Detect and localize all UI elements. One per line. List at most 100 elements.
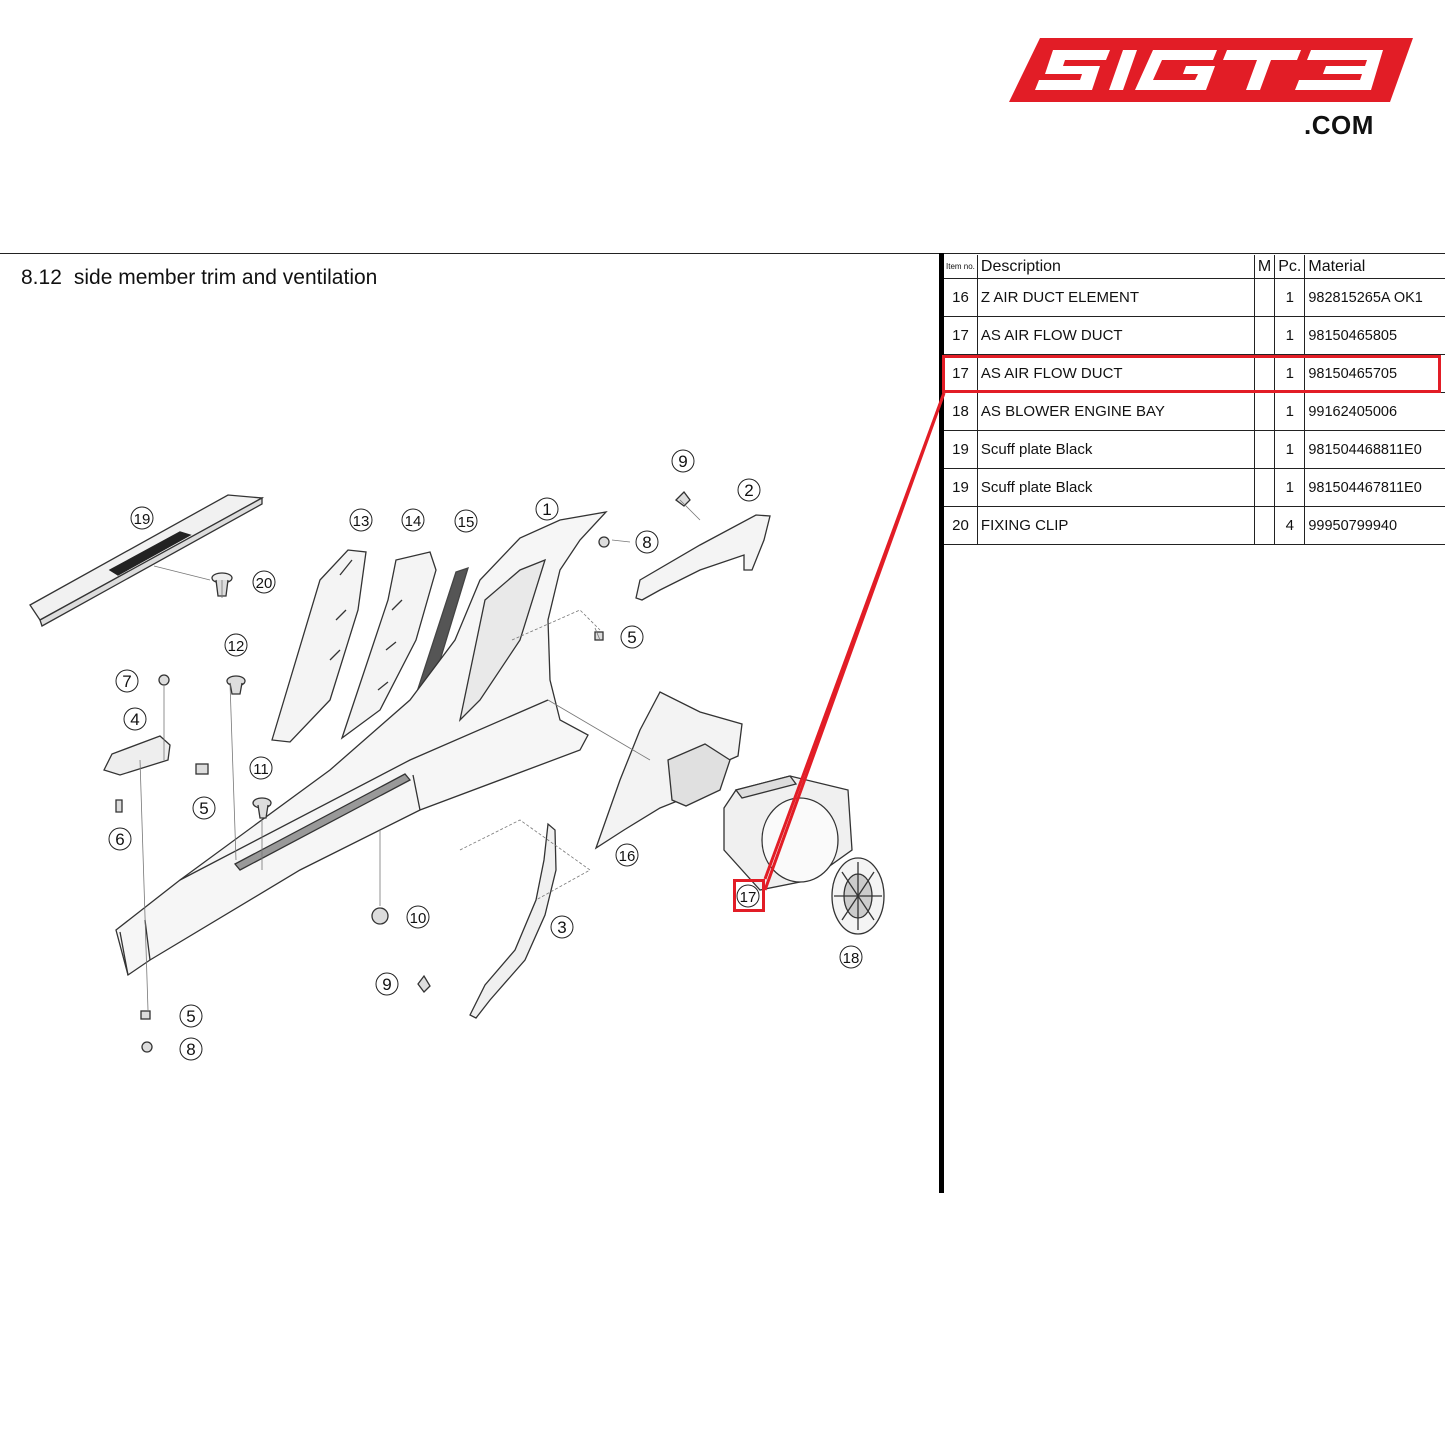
callout-18: 18: [839, 945, 863, 969]
header-rule: [0, 253, 1445, 254]
cell-description: Scuff plate Black: [977, 430, 1255, 469]
part-13-trim-panel: [271, 549, 367, 743]
part-14-trim-panel: [340, 551, 437, 740]
section-title-text: side member trim and ventilation: [73, 266, 378, 289]
callout-20: 20: [252, 570, 276, 594]
cell-item: 20: [944, 506, 978, 545]
cell-pc: 1: [1274, 468, 1306, 507]
cell-pc: 1: [1274, 278, 1306, 317]
part-2-bracket: [635, 514, 771, 601]
callout-14: 14: [401, 508, 425, 532]
table-row[interactable]: 16 Z AIR DUCT ELEMENT 1 982815265A OK1: [944, 278, 1445, 317]
callout-1: 1: [535, 497, 559, 521]
callout-15: 15: [454, 509, 478, 533]
svg-text:7: 7: [122, 672, 131, 691]
svg-text:1: 1: [542, 500, 551, 519]
cell-m: [1254, 278, 1276, 317]
svg-text:13: 13: [353, 513, 370, 530]
cell-description: AS BLOWER ENGINE BAY: [977, 392, 1255, 431]
svg-text:8: 8: [642, 533, 651, 552]
part-17-air-flow-duct: [723, 775, 853, 891]
cell-material: 99162405006: [1304, 392, 1445, 431]
svg-text:2: 2: [744, 481, 753, 500]
cell-material: 982815265A OK1: [1304, 278, 1445, 317]
callout-19: 19: [130, 506, 154, 530]
svg-text:5: 5: [627, 628, 636, 647]
part-18-blower: [831, 857, 885, 935]
cell-item: 19: [944, 430, 978, 469]
svg-text:19: 19: [134, 511, 151, 528]
svg-text:20: 20: [256, 575, 273, 592]
highlighted-callout-frame: [733, 879, 765, 912]
table-row[interactable]: 19 Scuff plate Black 1 981504467811E0: [944, 468, 1445, 507]
svg-text:6: 6: [115, 830, 124, 849]
svg-text:17: 17: [740, 889, 757, 906]
cell-description: Scuff plate Black: [977, 468, 1255, 507]
cell-m: [1254, 468, 1276, 507]
col-description: Description: [977, 255, 1255, 279]
logo-domain-text: .COM: [1304, 110, 1374, 140]
svg-text:14: 14: [405, 513, 422, 530]
svg-text:8: 8: [186, 1040, 195, 1059]
svg-text:5: 5: [199, 799, 208, 818]
table-row[interactable]: 18 AS BLOWER ENGINE BAY 1 99162405006: [944, 392, 1445, 431]
svg-text:3: 3: [557, 918, 566, 937]
table-row[interactable]: 20 FIXING CLIP 4 99950799940: [944, 506, 1445, 545]
callout-4: 4: [123, 707, 147, 731]
cell-m: [1254, 506, 1276, 545]
cell-m: [1254, 392, 1276, 431]
svg-text:11: 11: [253, 761, 269, 778]
fasteners: [115, 491, 691, 1053]
svg-text:15: 15: [458, 514, 475, 531]
callout-8: 8: [635, 530, 659, 554]
svg-text:18: 18: [843, 950, 860, 967]
cell-item: 19: [944, 468, 978, 507]
cell-description: FIXING CLIP: [977, 506, 1255, 545]
callout-6: 6: [108, 827, 132, 851]
svg-text:5: 5: [186, 1007, 195, 1026]
col-item-no: Item no.: [944, 255, 978, 279]
callout-5: 5: [620, 625, 644, 649]
svg-text:9: 9: [678, 452, 687, 471]
part-3-strip: [469, 822, 557, 1019]
cell-description: Z AIR DUCT ELEMENT: [977, 278, 1255, 317]
table-header-row: Item no. Description M Pc. Material: [944, 255, 1445, 279]
cell-m: [1254, 430, 1276, 469]
col-pc: Pc.: [1274, 255, 1306, 279]
callout-5: 5: [179, 1004, 203, 1028]
table-row[interactable]: 17 AS AIR FLOW DUCT 1 98150465805: [944, 316, 1445, 355]
cell-material: 981504467811E0: [1304, 468, 1445, 507]
col-m: M: [1254, 255, 1276, 279]
cell-pc: 1: [1274, 392, 1306, 431]
cell-item: 17: [944, 354, 978, 393]
parts-table: Item no. Description M Pc. Material 16 Z…: [944, 255, 1445, 545]
exploded-parts-diagram: 1 2 3 4 5 5 5 6 7 8 8 9 9 10 11 12 13 14…: [29, 449, 885, 1061]
cell-material: 99950799940: [1304, 506, 1445, 545]
cell-material: 98150465805: [1304, 316, 1445, 355]
cell-pc: 1: [1274, 316, 1306, 355]
callout-2: 2: [737, 478, 761, 502]
cell-pc: 1: [1274, 430, 1306, 469]
callout-11: 11: [249, 756, 273, 780]
cell-description: AS AIR FLOW DUCT: [977, 316, 1255, 355]
svg-text:4: 4: [130, 710, 139, 729]
callout-3: 3: [550, 915, 574, 939]
col-material: Material: [1304, 255, 1445, 279]
callout-10: 10: [406, 905, 430, 929]
callout-16: 16: [615, 843, 639, 867]
svg-text:12: 12: [228, 638, 245, 655]
table-row-highlighted[interactable]: 17 AS AIR FLOW DUCT 1 98150465705: [944, 354, 1445, 393]
callout-9: 9: [375, 972, 399, 996]
callout-7: 7: [115, 669, 139, 693]
callout-5: 5: [192, 796, 216, 820]
cell-material: 981504468811E0: [1304, 430, 1445, 469]
part-16-air-duct: [594, 691, 743, 850]
svg-text:9: 9: [382, 975, 391, 994]
cell-pc: 4: [1274, 506, 1306, 545]
svg-text:16: 16: [619, 848, 636, 865]
part-1-side-member: [115, 511, 608, 977]
table-row[interactable]: 19 Scuff plate Black 1 981504468811E0: [944, 430, 1445, 469]
part-19-scuff-plate: [29, 494, 265, 627]
sigt3-logo: [1009, 38, 1413, 102]
